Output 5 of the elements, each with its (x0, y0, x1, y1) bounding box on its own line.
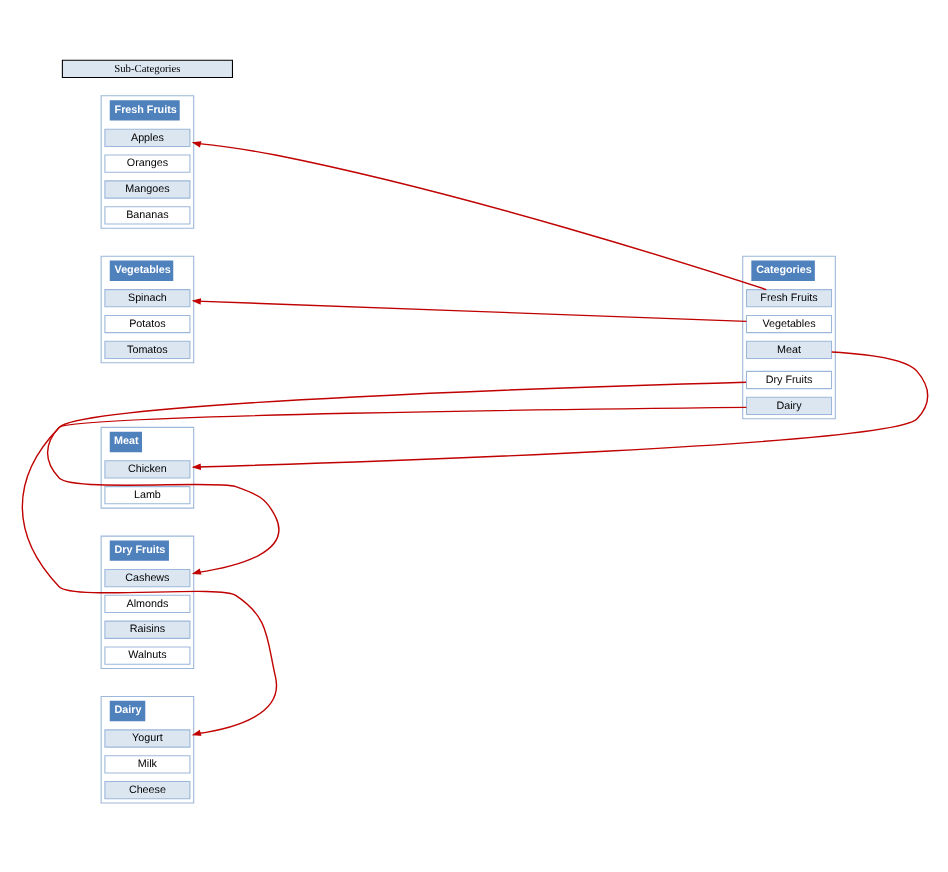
arrow (190, 141, 766, 291)
arrow (45, 381, 746, 575)
arrow (190, 351, 928, 470)
arrow (190, 298, 747, 323)
arrow (20, 406, 747, 736)
